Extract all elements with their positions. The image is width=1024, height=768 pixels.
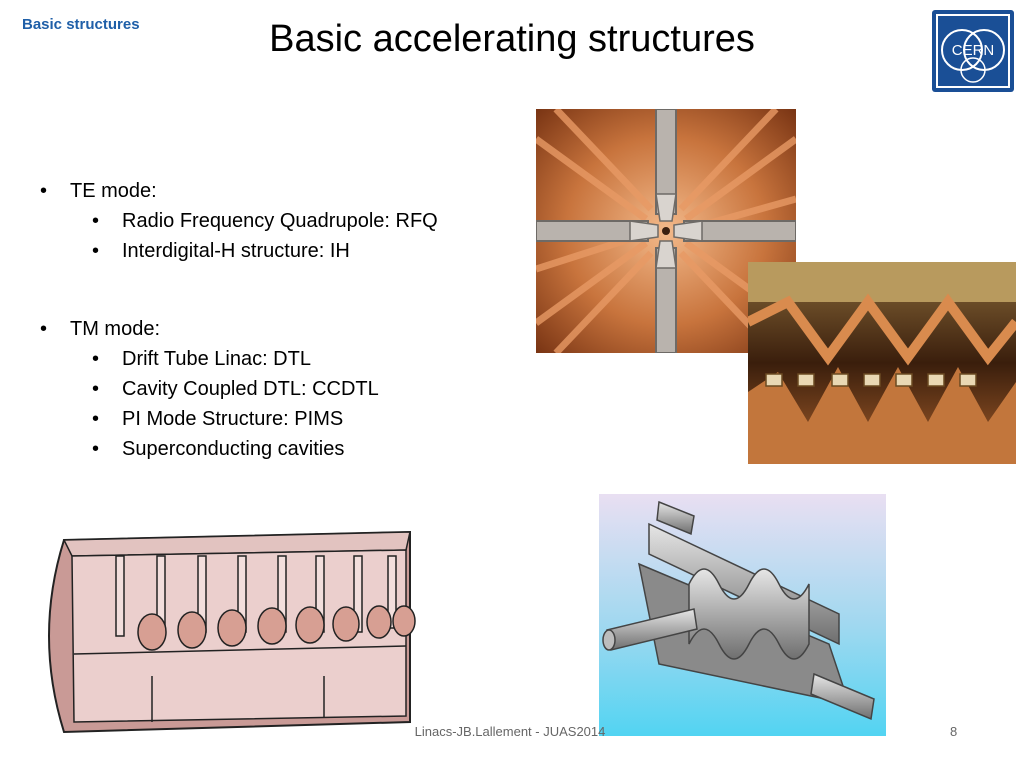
logo-text: CERN [952,42,995,59]
bullet-marker: • [92,348,100,370]
list-spacer [40,266,438,314]
ih-structure-photo [748,262,1016,464]
bullet-marker: • [92,408,100,430]
bullet-marker: • [40,180,48,202]
bullet-marker: • [92,438,100,460]
dtl-drawing [34,526,418,738]
page-number: 8 [950,724,958,739]
pims-item: PI Mode Structure: PIMS [122,408,344,430]
list-item: • Interdigital-H structure: IH [40,236,438,266]
list-item-tm: • TM mode: [40,314,438,344]
list-item: • Cavity Coupled DTL: CCDTL [40,374,438,404]
bullet-marker: • [40,318,48,340]
section-tag: Basic structures [22,16,140,33]
slide-title: Basic accelerating structures [269,18,755,60]
rfq-photo [536,109,796,353]
rfq-item: Radio Frequency Quadrupole: RFQ [122,210,438,232]
bullet-marker: • [92,240,100,262]
bullet-marker: • [92,210,100,232]
list-item: • Superconducting cavities [40,434,438,464]
list-item: • PI Mode Structure: PIMS [40,404,438,434]
list-item: • Radio Frequency Quadrupole: RFQ [40,206,438,236]
list-item-te: • TE mode: [40,176,438,206]
cern-logo: CERN [932,10,1014,92]
footer-text: Linacs-JB.Lallement - JUAS2014 [414,724,606,739]
list-item: • Drift Tube Linac: DTL [40,344,438,374]
tm-mode-label: TM mode: [70,318,161,340]
ccdtl-item: Cavity Coupled DTL: CCDTL [122,378,379,400]
superconducting-cavity-render [599,494,886,736]
dtl-item: Drift Tube Linac: DTL [122,348,311,370]
mode-list: • TE mode: • Radio Frequency Quadrupole: R… [40,176,438,464]
superconducting-item: Superconducting cavities [122,438,345,460]
bullet-marker: • [92,378,100,400]
ih-item: Interdigital-H structure: IH [122,240,350,262]
te-mode-label: TE mode: [70,180,157,202]
